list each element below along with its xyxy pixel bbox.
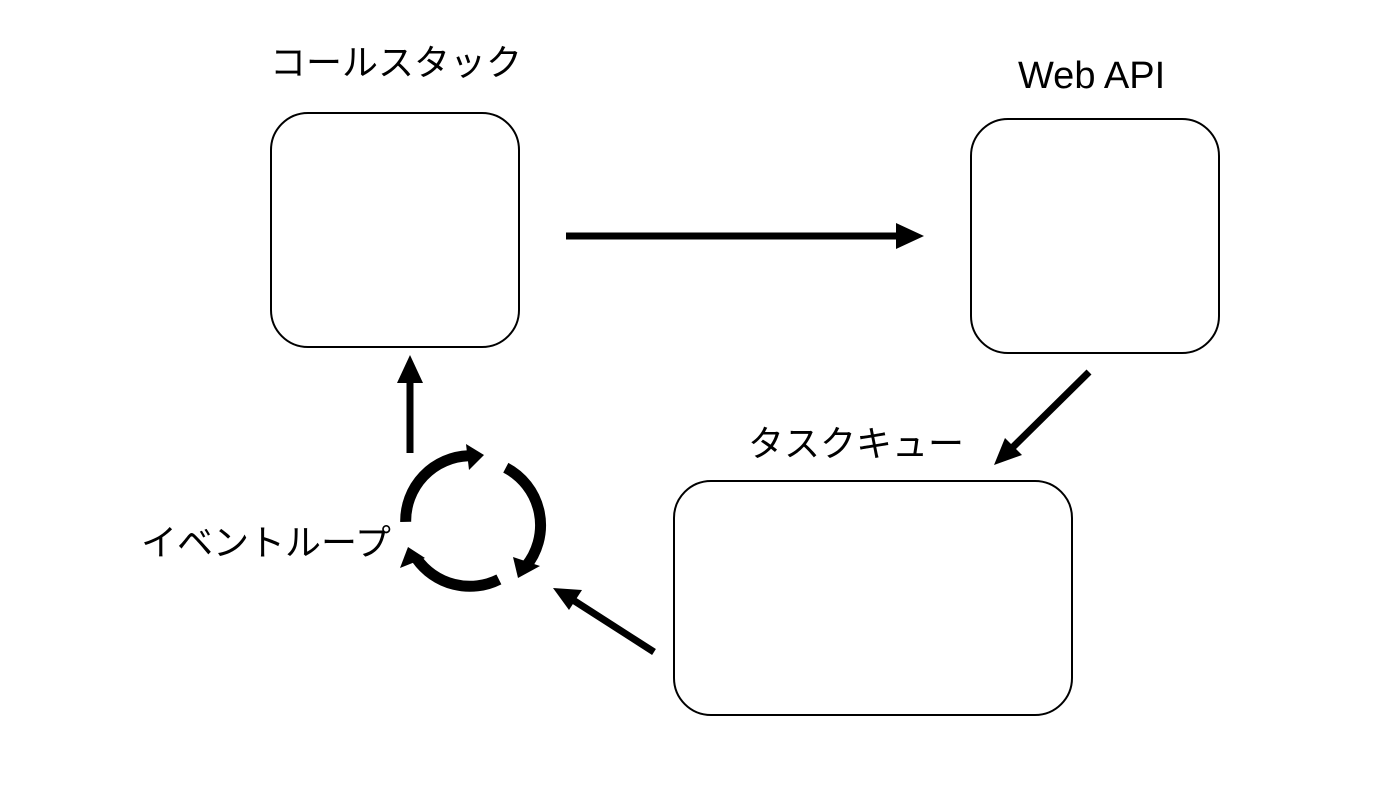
arrow-taskqueue-to-eventloop xyxy=(553,588,656,655)
cycle-arrows-icon xyxy=(400,444,547,592)
web-api-label: Web API xyxy=(1018,55,1166,97)
call-stack-label: コールスタック xyxy=(270,43,523,84)
call-stack-box xyxy=(270,112,520,348)
arrow-webapi-to-taskqueue xyxy=(994,369,1092,465)
arrow-callstack-to-webapi xyxy=(566,223,924,249)
task-queue-box xyxy=(673,480,1073,716)
event-loop-label: イベントループ xyxy=(141,523,391,564)
web-api-box xyxy=(970,118,1220,354)
arrow-eventloop-to-callstack xyxy=(397,355,423,453)
task-queue-label: タスクキュー xyxy=(748,424,965,465)
